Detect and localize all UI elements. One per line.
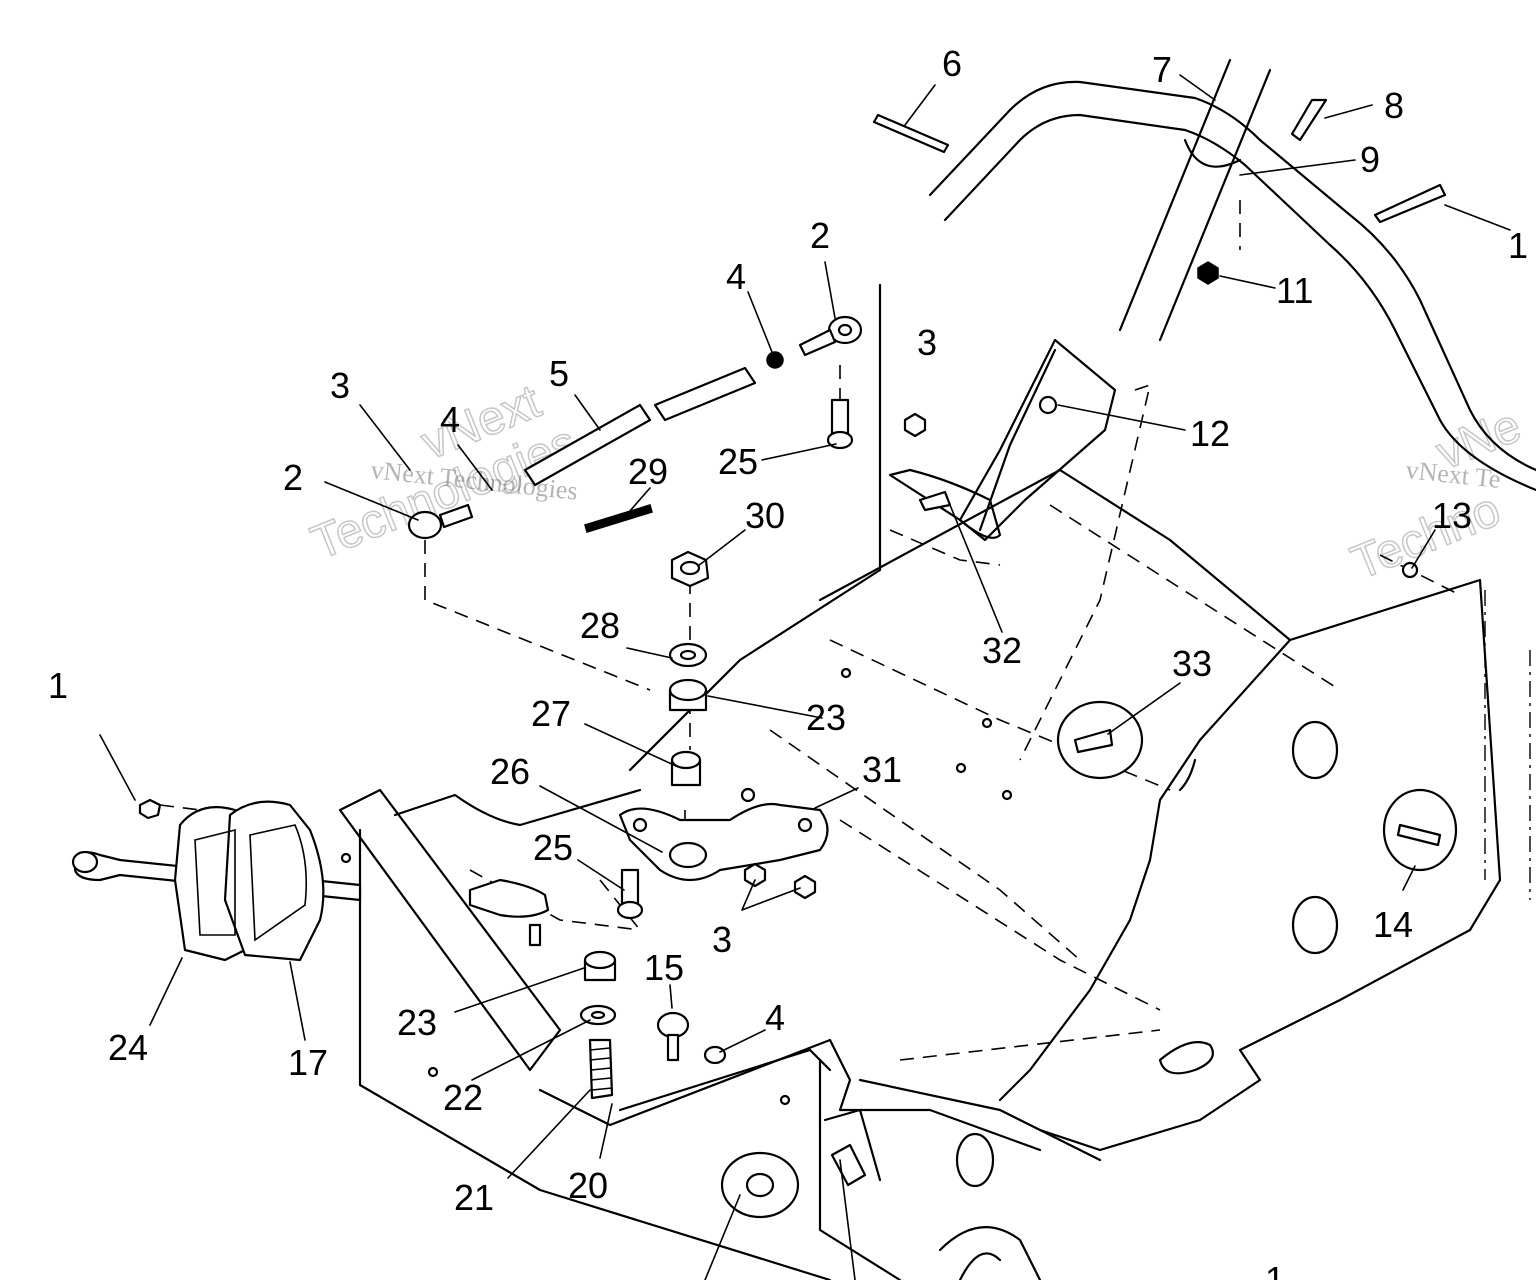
callout-2-upper: 2 bbox=[810, 215, 830, 256]
callout-17: 17 bbox=[288, 1042, 328, 1083]
callout-32: 32 bbox=[982, 630, 1022, 671]
callout-1-bottom: 1 bbox=[1265, 1259, 1285, 1280]
callout-2-lower: 2 bbox=[283, 457, 303, 498]
watermark-right-technologies: Techno bbox=[1344, 483, 1507, 590]
callout-3-lower: 3 bbox=[712, 919, 732, 960]
callout-8: 8 bbox=[1384, 85, 1404, 126]
callout-6: 6 bbox=[942, 43, 962, 84]
tie-rod-assembly bbox=[407, 315, 863, 920]
callout-3-upper: 3 bbox=[917, 322, 937, 363]
callout-22: 22 bbox=[443, 1077, 483, 1118]
callout-33: 33 bbox=[1172, 643, 1212, 684]
callout-25-upper: 25 bbox=[718, 441, 758, 482]
callout-4-upper: 4 bbox=[726, 256, 746, 297]
misc-hardware bbox=[340, 98, 1458, 1219]
callout-20: 20 bbox=[568, 1165, 608, 1206]
callout-labels: 1 1 1 2 2 3 3 3 4 4 4 5 6 7 8 9 11 12 13… bbox=[48, 43, 1528, 1280]
left-tie-rod-end bbox=[71, 798, 550, 962]
callout-9: 9 bbox=[1360, 139, 1380, 180]
callout-11: 11 bbox=[1276, 270, 1313, 311]
callout-23-lower: 23 bbox=[397, 1002, 437, 1043]
callout-4-lower: 4 bbox=[765, 997, 785, 1038]
callout-3-left: 3 bbox=[330, 365, 350, 406]
callout-7: 7 bbox=[1152, 49, 1172, 90]
callout-23-upper: 23 bbox=[806, 697, 846, 738]
callout-29: 29 bbox=[628, 451, 668, 492]
callout-1-top-right: 1 bbox=[1508, 225, 1528, 266]
pivot-stack bbox=[579, 412, 927, 1100]
callout-15: 15 bbox=[644, 947, 684, 988]
callout-30: 30 bbox=[745, 495, 785, 536]
callout-13: 13 bbox=[1432, 495, 1472, 536]
callout-21: 21 bbox=[454, 1177, 494, 1218]
callout-12: 12 bbox=[1190, 413, 1230, 454]
callout-28: 28 bbox=[580, 605, 620, 646]
leader-lines bbox=[99, 74, 1511, 1280]
callout-25-lower: 25 bbox=[533, 827, 573, 868]
callout-27: 27 bbox=[531, 693, 571, 734]
callout-1: 1 bbox=[48, 665, 68, 706]
callout-26: 26 bbox=[490, 751, 530, 792]
callout-31: 31 bbox=[862, 749, 902, 790]
callout-24: 24 bbox=[108, 1027, 148, 1068]
chassis-frame bbox=[338, 58, 1536, 1280]
callout-4-mid: 4 bbox=[440, 399, 460, 440]
callout-14: 14 bbox=[1373, 904, 1413, 945]
callout-5: 5 bbox=[549, 353, 569, 394]
